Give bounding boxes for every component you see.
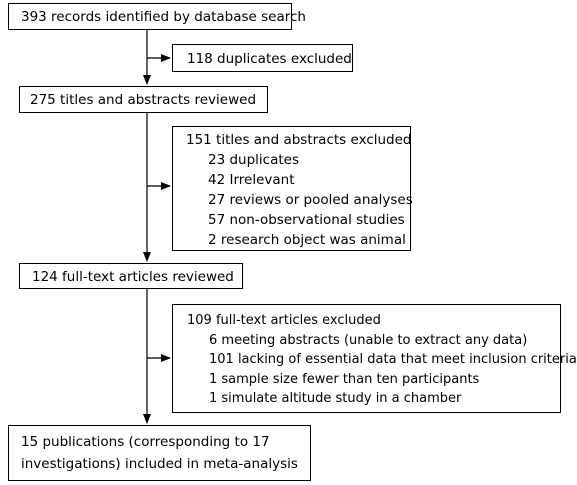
identified-box: 393 records identified by database searc… — [8, 3, 306, 30]
identified-text: 393 records identified by database searc… — [21, 9, 306, 25]
included-text-line: 15 publications (corresponding to 17 — [21, 434, 270, 450]
fulltext-excluded-box: 109 full-text articles excluded 6 meetin… — [172, 304, 577, 413]
screened-box: 275 titles and abstracts reviewed — [19, 86, 268, 113]
duplicates-excluded-text: 118 duplicates excluded — [187, 51, 352, 67]
fulltext-excluded-reason: 101 lacking of essential data that meet … — [209, 352, 577, 367]
abstracts-excluded-box: 151 titles and abstracts excluded 23 dup… — [172, 126, 413, 251]
duplicates-excluded-box: 118 duplicates excluded — [172, 44, 353, 72]
fulltext-excluded-reason: 1 simulate altitude study in a chamber — [209, 391, 462, 406]
included-text-line: investigations) included in meta-analysi… — [21, 456, 298, 472]
fulltext-box: 124 full-text articles reviewed — [19, 263, 243, 289]
abstracts-excluded-reason: 27 reviews or pooled analyses — [208, 192, 413, 208]
abstracts-excluded-title: 151 titles and abstracts excluded — [186, 132, 412, 148]
fulltext-excluded-reason: 1 sample size fewer than ten participant… — [209, 371, 480, 387]
screened-text: 275 titles and abstracts reviewed — [30, 92, 257, 108]
included-box: 15 publications (corresponding to 17 inv… — [8, 425, 311, 481]
fulltext-excluded-title: 109 full-text articles excluded — [187, 313, 381, 328]
abstracts-excluded-reason: 42 Irrelevant — [208, 172, 295, 188]
fulltext-excluded-reason: 6 meeting abstracts (unable to extract a… — [209, 332, 528, 348]
abstracts-excluded-reason: 23 duplicates — [208, 152, 299, 168]
fulltext-text: 124 full-text articles reviewed — [32, 269, 234, 285]
abstracts-excluded-reason: 2 research object was animal — [208, 232, 406, 248]
abstracts-excluded-reason: 57 non-observational studies — [208, 212, 405, 228]
